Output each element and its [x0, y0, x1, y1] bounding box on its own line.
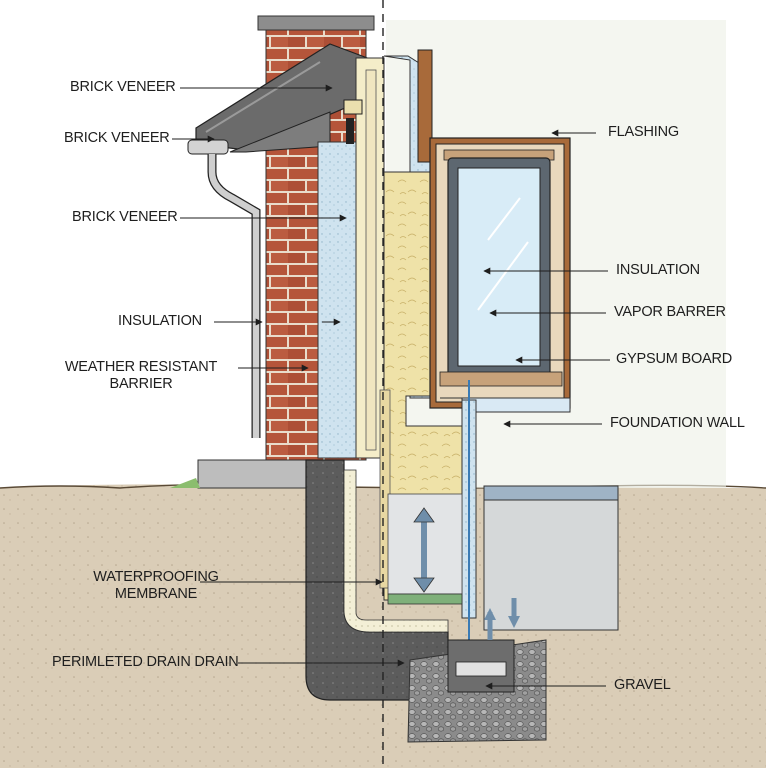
label-gravel: GRAVEL: [614, 677, 671, 693]
label-gypsum-board: GYPSUM BOARD: [616, 351, 733, 367]
label-perimeter-drain: PERIMLETED DRAIN DRAIN: [52, 654, 239, 670]
label-brick-veneer-lower: BRICK VENEER: [72, 209, 178, 225]
label-foundation-wall: FOUNDATION WALL: [610, 415, 745, 431]
label-vapor-barrier: VAPOR BARRER: [614, 304, 726, 320]
label-waterproofing-membrane: WATERPROOFING MEMBRANE: [86, 569, 226, 603]
label-weather-resistant-barrier: WEATHER RESISTANT BARRIER: [46, 359, 236, 393]
label-weather-barrier-line1: WEATHER RESISTANT: [64, 359, 218, 375]
label-weather-barrier-line2: BARRIER: [109, 376, 173, 392]
label-brick-veneer-top: BRICK VENEER: [70, 79, 176, 95]
label-insulation-left: INSULATION: [118, 313, 202, 329]
label-brick-veneer-middle: BRICK VENEER: [64, 130, 170, 146]
label-insulation-right: INSULATION: [616, 262, 700, 278]
label-flashing: FLASHING: [608, 124, 679, 140]
label-waterproofing-line1: WATERPROOFING: [93, 569, 219, 585]
label-waterproofing-line2: MEMBRANE: [114, 586, 198, 602]
